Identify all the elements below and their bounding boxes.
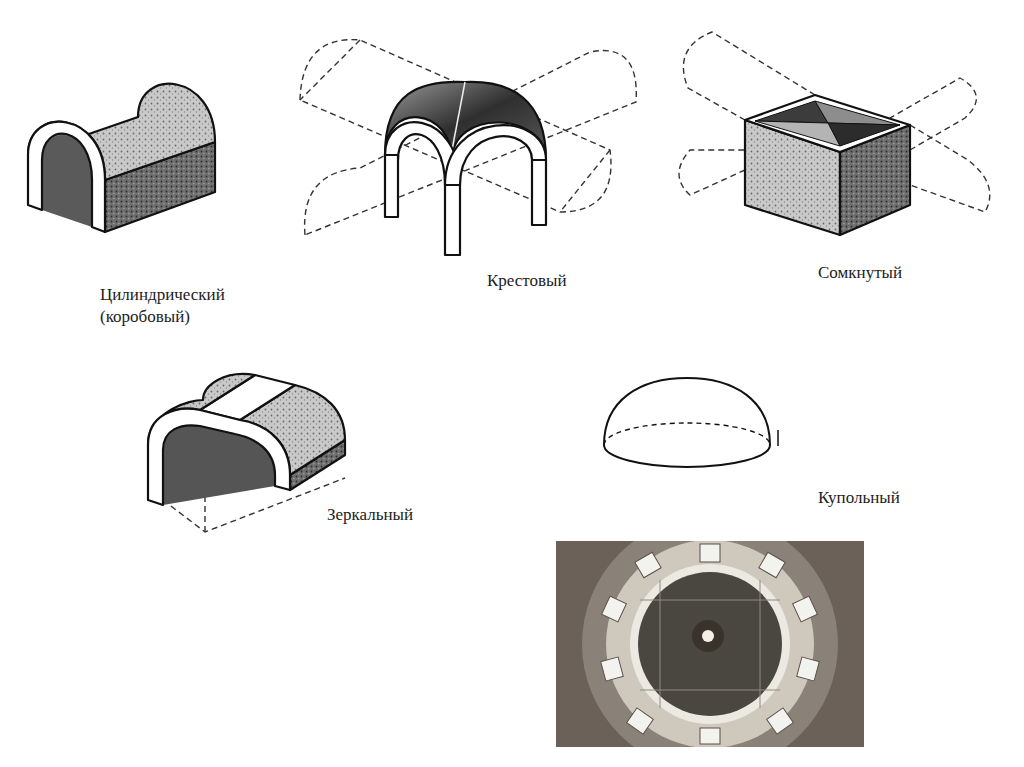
dome-outline [604,378,778,467]
vault-label: Крестовый [487,270,567,292]
barrel-vault [28,84,215,232]
vault-label: Купольный [818,487,900,509]
dome-photo [556,541,864,747]
vault-label: Сомкнутый [818,262,902,284]
vault-label: Цилиндрический (коробовый) [100,284,250,328]
vault-label: Зеркальный [327,504,413,526]
cross-vault [300,40,636,255]
mirror-vault [148,374,345,532]
closed-vault [679,32,990,235]
